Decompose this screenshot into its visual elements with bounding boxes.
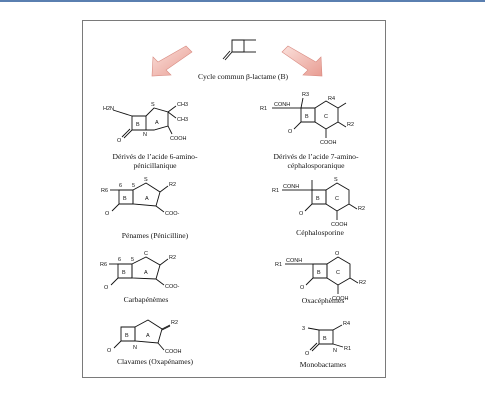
label-r1: R1	[272, 188, 279, 194]
label-ring-b: B	[323, 336, 327, 342]
label-h2n: H2N	[103, 106, 114, 112]
label-r4: R4	[343, 321, 350, 327]
structure-6-apa: H2N B A S CH3 CH3 O N COOH	[103, 102, 188, 144]
label-n: N	[333, 348, 337, 354]
arrow-right-icon	[281, 45, 323, 77]
caption-carbapenemes: Carbapénèmes	[123, 295, 169, 304]
label-ring-a: A	[145, 196, 149, 202]
label-o: O	[105, 211, 110, 217]
caption-7-aca: Dérivés de l’acide 7-amino- céphalospora…	[273, 152, 359, 170]
label-cooh: COOH	[332, 296, 349, 302]
label-r3: R3	[302, 92, 309, 98]
label-ring-b: B	[122, 270, 126, 276]
label-n: N	[143, 132, 147, 138]
caption-penames: Pénames (Pénicilline)	[121, 231, 189, 240]
label-r2: R2	[171, 320, 178, 326]
label-ring-b: B	[123, 196, 127, 202]
label-ring-b: B	[136, 122, 140, 128]
label-r4: R4	[328, 96, 335, 102]
caption-6-apa: Dérivés de l’acide 6-amino- pénicillaniq…	[112, 152, 198, 170]
label-ring-b: B	[125, 333, 129, 339]
label-ring-a: A	[144, 270, 148, 276]
label-s: S	[144, 177, 148, 183]
label-o-ring: O	[335, 251, 340, 257]
label-cooh: COOH	[331, 222, 348, 228]
label-n: N	[133, 345, 137, 351]
label-conh: CONH	[286, 258, 302, 264]
label-cooh: COOH	[170, 136, 187, 142]
label-o: O	[117, 138, 122, 144]
structure-penames: R6 6 5 S R2 B A O COO-	[101, 177, 180, 217]
label-r1: R1	[275, 262, 282, 268]
label-5: 5	[131, 257, 134, 263]
label-conh: CONH	[283, 184, 299, 190]
label-r2: R2	[169, 182, 176, 188]
label-r2: R2	[347, 122, 354, 128]
structure-clavames: B A R2 O N COOH	[107, 319, 182, 355]
label-ring-a: A	[155, 120, 159, 126]
label-cooh: COOH	[320, 140, 337, 146]
label-ring-b: B	[305, 114, 309, 120]
label-o: O	[300, 285, 305, 291]
structure-carbapenemes: R6 6 5 C R2 B A O COO-	[100, 251, 180, 291]
core-caption: Cycle commun β-lactame (B)	[197, 72, 289, 81]
label-ring-a: A	[146, 333, 150, 339]
label-c: C	[144, 251, 148, 257]
label-ring-b: B	[317, 270, 321, 276]
label-r1: R1	[260, 106, 267, 112]
label-r2: R2	[358, 206, 365, 212]
label-s: S	[151, 102, 155, 108]
label-3: 3	[302, 326, 305, 332]
label-ch3-bottom: CH3	[177, 117, 188, 123]
label-r6: R6	[101, 188, 108, 194]
structure-monobactames: 3 R4 B O N R1	[302, 321, 351, 357]
structure-oxacephemes: R1 CONH O B C O COOH R2	[275, 251, 366, 302]
arrow-left-icon	[151, 45, 193, 77]
label-o: O	[299, 211, 304, 217]
label-r1: R1	[344, 346, 351, 352]
label-6: 6	[119, 183, 122, 189]
label-r2: R2	[359, 280, 366, 286]
label-conh: CONH	[274, 102, 290, 108]
caption-monobactames: Monobactames	[299, 360, 347, 369]
label-o: O	[288, 129, 293, 135]
label-ch3-top: CH3	[177, 102, 188, 108]
label-r2: R2	[169, 255, 176, 261]
top-rule	[0, 0, 485, 2]
structure-7-aca: R1 CONH R3 R4 B C O COOH R2	[260, 92, 354, 146]
label-s: S	[334, 177, 338, 183]
caption-cephalosporine: Céphalosporine	[296, 228, 344, 237]
label-ring-c: C	[336, 270, 340, 276]
label-ring-c: C	[335, 196, 339, 202]
structure-cephalosporine: R1 CONH S B C O COOH R2	[272, 177, 365, 228]
beta-lactam-core	[222, 39, 256, 61]
label-o: O	[107, 348, 112, 354]
label-coo: COO-	[165, 211, 180, 217]
label-6: 6	[118, 257, 121, 263]
caption-oxacephemes: Oxacéphèmes	[301, 296, 345, 305]
label-5: 5	[132, 183, 135, 189]
label-coo: COO-	[165, 284, 180, 290]
label-o: O	[305, 351, 310, 357]
label-ring-b: B	[316, 196, 320, 202]
caption-clavames: Clavames (Oxapénames)	[116, 357, 194, 366]
label-r6: R6	[100, 262, 107, 268]
label-ring-c: C	[324, 114, 328, 120]
label-cooh: COOH	[165, 349, 182, 355]
label-o: O	[104, 285, 109, 291]
